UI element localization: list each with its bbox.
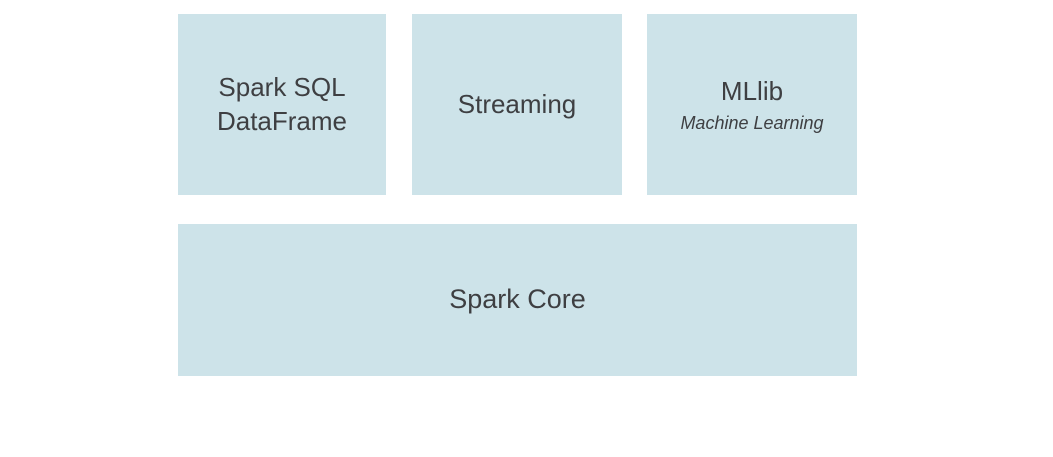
spark-sql-dataframe-label: Spark SQL DataFrame: [216, 71, 348, 136]
spark-core-box: Spark Core: [178, 224, 857, 376]
mllib-box: MLlib Machine Learning: [647, 14, 857, 195]
spark-sql-dataframe-box: Spark SQL DataFrame: [178, 14, 386, 195]
spark-core-label: Spark Core: [449, 284, 586, 315]
streaming-box: Streaming: [412, 14, 622, 195]
mllib-label: MLlib: [720, 76, 784, 107]
streaming-label: Streaming: [457, 88, 577, 119]
mllib-subtitle-label: Machine Learning: [680, 112, 824, 133]
